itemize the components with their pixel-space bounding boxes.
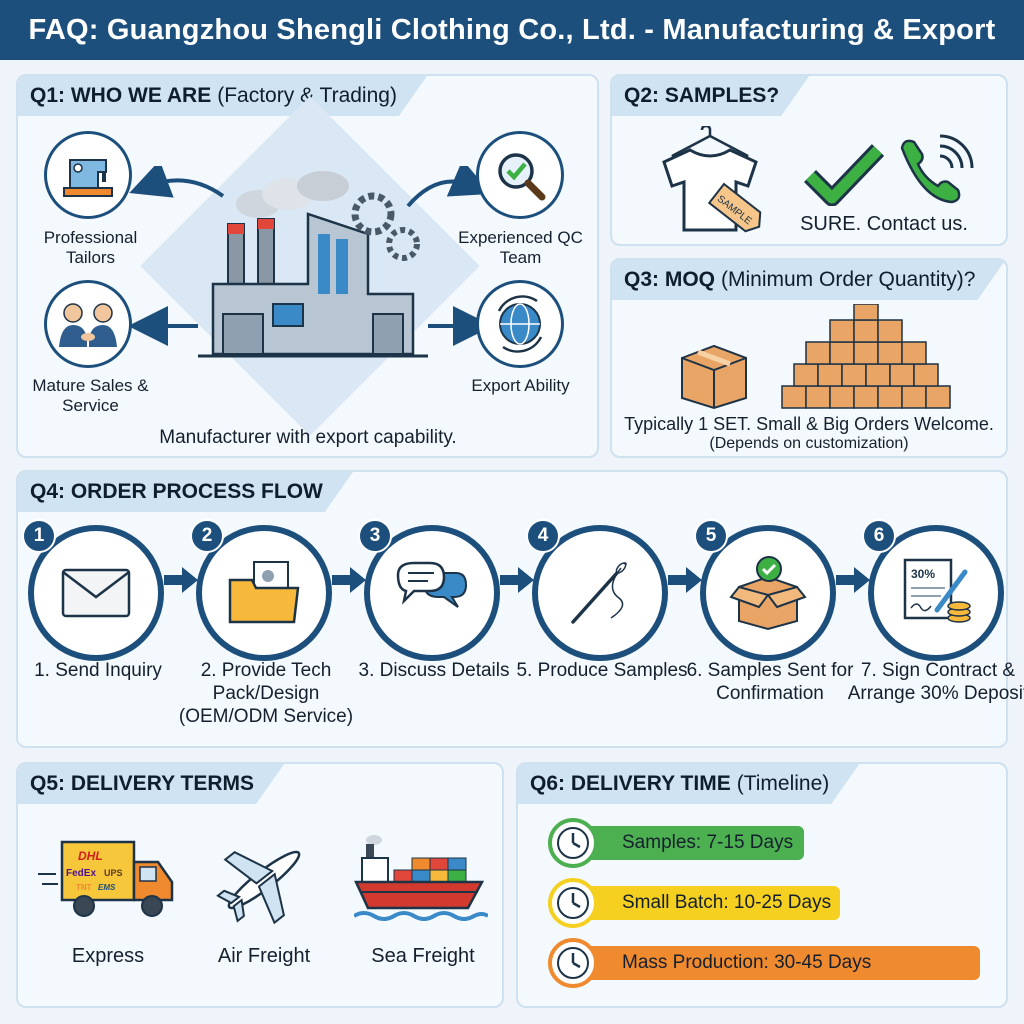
timeline-bar-small-batch: Small Batch: 10-25 Days <box>560 886 840 920</box>
q3-answer: Typically 1 SET. Small & Big Orders Welc… <box>624 414 994 434</box>
q3-note: (Depends on customization) <box>709 435 909 452</box>
sea-freight-label: Sea Freight <box>371 945 475 967</box>
tshirt-sample-icon: SAMPLE <box>662 126 762 233</box>
timeline-bar-samples: Samples: 7-15 Days <box>560 826 804 860</box>
tailors-label: Professional Tailors <box>43 228 138 267</box>
deposit-percent-text: 30% <box>911 567 935 581</box>
q4-panel: Q4: ORDER PROCESS FLOW <box>16 470 1008 748</box>
needle-thread-icon <box>571 562 627 624</box>
truck-brand-tnt: TNT <box>76 883 92 892</box>
export-icon-circle <box>476 280 564 368</box>
step-2-label: 2. Provide Tech Pack/Design (OEM/ODM Ser… <box>178 660 354 727</box>
export-label: Export Ability <box>471 376 570 395</box>
phone-icon <box>900 134 974 204</box>
folder-icon <box>228 561 300 624</box>
truck-icon: DHL FedEx UPS TNT EMS <box>38 840 174 917</box>
factory-icon <box>198 171 428 358</box>
q5-panel: Q5: DELIVERY TERMS DHL FedEx UPS TNT EMS… <box>16 762 504 1008</box>
step-3-label: 3. Discuss Details <box>358 660 510 681</box>
qc-label: Experienced QC Team <box>458 228 583 267</box>
step-6-label: 7. Sign Contract & Arrange 30% Deposit <box>847 660 1024 704</box>
flow-arrow-2 <box>332 567 366 593</box>
q1-arrows <box>128 166 488 346</box>
page-title: FAQ: Guangzhou Shengli Clothing Co., Ltd… <box>28 13 996 46</box>
step-5-label: 6. Samples Sent for Confirmation <box>686 660 854 704</box>
q2-answer: SURE. Contact us. <box>800 213 968 235</box>
step-2-number: 2 <box>190 519 224 553</box>
qc-icon-circle <box>476 131 564 219</box>
q1-title: Q1: WHO WE ARE(Factory & Trading) <box>18 76 427 116</box>
q6-title: Q6: DELIVERY TIME(Timeline) <box>518 764 859 804</box>
sales-label: Mature Sales & Service <box>32 376 149 415</box>
step-3-number: 3 <box>358 519 392 553</box>
header-bar: FAQ: Guangzhou Shengli Clothing Co., Ltd… <box>0 0 1024 60</box>
clock-icon-samples <box>548 818 598 868</box>
q2-panel: Q2: SAMPLES? SAMPLE SURE. Contact us. <box>610 74 1008 246</box>
step-1-number: 1 <box>22 519 56 553</box>
tailors-icon-circle <box>44 131 132 219</box>
ship-icon <box>354 835 488 921</box>
contract-coins-icon: 30% <box>903 558 971 623</box>
q1-panel: Q1: WHO WE ARE(Factory & Trading) <box>16 74 599 458</box>
single-box-icon <box>681 344 747 410</box>
timeline-label-small-batch: Small Batch: 10-25 Days <box>622 892 832 913</box>
clock-icon-small-batch <box>548 878 598 928</box>
step-5-number: 5 <box>694 519 728 553</box>
q2-title: Q2: SAMPLES? <box>612 76 809 116</box>
envelope-icon <box>61 568 131 618</box>
q4-title: Q4: ORDER PROCESS FLOW <box>18 472 353 512</box>
step-1-ring <box>28 525 164 661</box>
chat-bubbles-icon <box>396 561 468 608</box>
flow-arrow-4 <box>668 567 702 593</box>
q3-title: Q3: MOQ(Minimum Order Quantity)? <box>612 260 1005 300</box>
flow-arrow-5 <box>836 567 870 593</box>
airplane-icon <box>216 850 301 925</box>
timeline-bar-mass-production: Mass Production: 30-45 Days <box>560 946 980 980</box>
q5-title: Q5: DELIVERY TERMS <box>18 764 284 804</box>
express-label: Express <box>71 945 145 967</box>
sewing-machine-icon <box>63 159 113 197</box>
step-1-label: 1. Send Inquiry <box>34 660 162 681</box>
truck-brand-dhl: DHL <box>78 849 103 863</box>
box-pile-icon <box>781 304 951 409</box>
step-6-number: 6 <box>862 519 896 553</box>
truck-brand-ems: EMS <box>98 883 116 892</box>
globe-icon <box>497 295 543 353</box>
air-freight-label: Air Freight <box>217 945 311 967</box>
q6-panel: Q6: DELIVERY TIME(Timeline) Samples: 7-1… <box>516 762 1008 1008</box>
magnifier-check-icon <box>498 153 546 201</box>
box-check-icon <box>729 556 807 631</box>
handshake-icon <box>59 303 117 347</box>
step-4-number: 4 <box>526 519 560 553</box>
q3-panel: Q3: MOQ(Minimum Order Quantity)? Typical… <box>610 258 1008 458</box>
step-6-ring: 30% <box>868 525 1004 661</box>
flow-arrow-3 <box>500 567 534 593</box>
q1-caption: Manufacturer with export capability. <box>159 427 457 448</box>
checkmark-icon <box>804 144 884 206</box>
truck-brand-ups: UPS <box>104 868 123 878</box>
step-4-label: 5. Produce Samples <box>516 660 688 681</box>
flow-arrow-1 <box>164 567 198 593</box>
clock-icon-mass-production <box>548 938 598 988</box>
truck-brand-fedex: FedEx <box>66 868 96 879</box>
sales-icon-circle <box>44 280 132 368</box>
timeline-label-mass-production: Mass Production: 30-45 Days <box>622 952 872 973</box>
timeline-label-samples: Samples: 7-15 Days <box>622 832 794 853</box>
